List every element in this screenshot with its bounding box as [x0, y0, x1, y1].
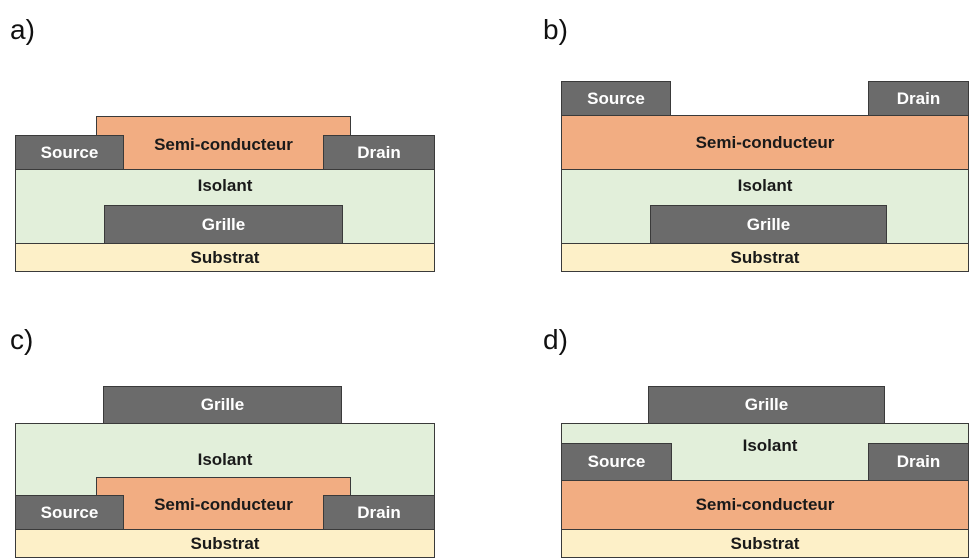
panel-c-grille: Grille	[103, 386, 342, 424]
panel-a-isolant-label: Isolant	[16, 172, 434, 200]
panel-b-label: b)	[543, 14, 568, 45]
panel-b-substrat: Substrat	[561, 243, 969, 272]
panel-b-grille: Grille	[650, 205, 887, 244]
panel-a-drain: Drain	[323, 135, 435, 170]
panel-a-grille: Grille	[104, 205, 343, 244]
panel-b-source: Source	[561, 81, 671, 116]
panel-c-semiconductor: Semi-conducteur	[123, 495, 324, 530]
panel-d-source: Source	[561, 443, 672, 481]
panel-d-substrat: Substrat	[561, 529, 969, 558]
panel-a-substrat: Substrat	[15, 243, 435, 272]
panel-d-isolant-label: Isolant	[672, 430, 868, 462]
panel-a-semiconductor: Semi-conducteur	[123, 135, 324, 170]
panel-d-drain: Drain	[868, 443, 969, 481]
panel-c-source: Source	[15, 495, 124, 530]
panel-c-isolant: Isolant	[15, 423, 435, 496]
panel-c-drain: Drain	[323, 495, 435, 530]
panel-c-semiconductor-top	[96, 477, 351, 497]
panel-d-semiconductor: Semi-conducteur	[561, 480, 969, 530]
panel-d-label: d)	[543, 324, 568, 355]
panel-a-semiconductor-top	[96, 116, 351, 136]
panel-c-substrat: Substrat	[15, 529, 435, 558]
panel-b-isolant-label: Isolant	[562, 172, 968, 200]
panel-a-source: Source	[15, 135, 124, 170]
panel-d-grille: Grille	[648, 386, 885, 424]
panel-a-label: a)	[10, 14, 35, 45]
panel-c-label: c)	[10, 324, 34, 355]
panel-b-drain: Drain	[868, 81, 969, 116]
panel-b-semiconductor: Semi-conducteur	[561, 115, 969, 170]
